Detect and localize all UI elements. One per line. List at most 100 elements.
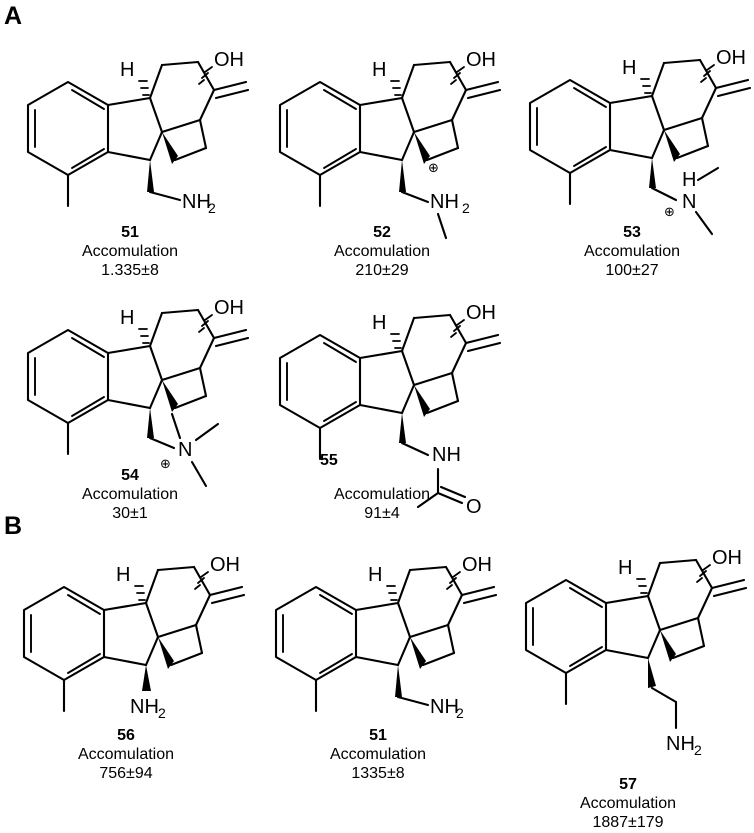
label-stereo-h: H: [372, 59, 386, 81]
label-positive-charge: ⊕: [160, 456, 171, 471]
hash-wedge-oh: [450, 66, 465, 85]
compound-card-51a: OH H NH 2 51 Accomulation 1.335±8: [10, 40, 250, 281]
label-hydroxyl: OH: [716, 47, 746, 69]
compound-card-54: OH H N ⊕ 54 Accomulation 30±1: [10, 288, 250, 524]
structure-diagram-51b: OH H NH 2: [258, 545, 498, 721]
label-positive-charge: ⊕: [428, 160, 439, 175]
label-amine-subscript: 2: [694, 742, 702, 758]
hash-wedge-oh: [700, 64, 715, 83]
accumulation-value: 91±4: [364, 504, 400, 522]
compound-number: 51: [121, 224, 139, 241]
structure-diagram-55: OH H NH O: [262, 293, 502, 518]
compound-card-56: OH H NH 2 56 Accomulation 756±94: [6, 545, 246, 784]
structure-diagram-54: OH H N ⊕: [10, 288, 250, 488]
label-hydroxyl: OH: [462, 554, 492, 576]
label-amine-subscript: 2: [158, 705, 166, 721]
accumulation-value: 1.335±8: [101, 261, 159, 279]
label-amine-subscript: 2: [462, 200, 470, 216]
caption-51a: 51 Accomulation 1.335±8: [10, 224, 250, 281]
accumulation-value: 1335±8: [351, 764, 405, 782]
accumulation-label: Accomulation: [329, 745, 427, 763]
accumulation-value: 210±29: [355, 261, 409, 279]
compound-number: 54: [121, 467, 139, 484]
label-hydroxyl: OH: [466, 49, 496, 71]
compound-number: 51: [369, 727, 387, 744]
structure-diagram-52: OH H ⊕ NH 2: [262, 40, 502, 240]
panel-letter-b: B: [4, 512, 23, 540]
hash-wedge-h: [390, 80, 402, 96]
compound-number: 53: [623, 224, 641, 241]
label-stereo-h: H: [368, 564, 382, 586]
label-hydroxyl: OH: [214, 297, 244, 319]
label-positive-charge: ⊕: [664, 204, 675, 219]
hash-wedge-oh: [696, 564, 711, 583]
caption-51b: 51 Accomulation 1335±8: [258, 727, 498, 784]
label-stereo-h: H: [120, 307, 134, 329]
compound-number: 56: [117, 727, 135, 744]
hash-wedge-oh: [198, 66, 213, 85]
compound-card-55: OH H NH O Accomulation 91±4: [262, 293, 502, 524]
label-stereo-h: H: [116, 564, 130, 586]
hash-wedge-oh: [450, 319, 465, 338]
hash-wedge-h: [390, 333, 402, 349]
hash-wedge-oh: [198, 314, 213, 333]
caption-53: 53 Accomulation 100±27: [512, 224, 752, 281]
label-carbonyl-o: O: [466, 496, 482, 518]
hash-wedge-oh: [194, 571, 209, 590]
accumulation-label: Accomulation: [333, 486, 431, 503]
label-hydroxyl: OH: [214, 49, 244, 71]
hash-wedge-h: [636, 578, 648, 594]
label-stereo-h: H: [618, 557, 632, 579]
accumulation-label: Accomulation: [81, 242, 179, 260]
structure-diagram-56: OH H NH 2: [6, 545, 246, 721]
accumulation-label: Accomulation: [77, 745, 175, 763]
caption-57: 57 Accomulation 1887±179: [508, 776, 748, 833]
label-amine-h: H: [682, 169, 696, 191]
compound-card-51b: OH H NH 2 51 Accomulation 1335±8: [258, 545, 498, 784]
compound-number: 57: [619, 776, 637, 793]
compound-card-53: OH H H N ⊕ 53 Accomulation 100±27: [512, 38, 752, 281]
hash-wedge-h: [640, 78, 652, 94]
hash-wedge-h: [138, 328, 150, 344]
hash-wedge-h: [386, 585, 398, 601]
label-amine: NH: [182, 191, 211, 213]
compound-number-55: 55: [320, 452, 338, 469]
accumulation-value: 1887±179: [592, 813, 664, 831]
compound-number: 52: [373, 224, 391, 241]
label-hydroxyl: OH: [466, 302, 496, 324]
accumulation-value: 100±27: [605, 261, 659, 279]
accumulation-label: Accomulation: [583, 242, 681, 260]
hash-wedge-h: [138, 80, 150, 96]
caption-52: 52 Accomulation 210±29: [262, 224, 502, 281]
panel-letter-a: A: [4, 2, 23, 30]
label-amide-nh: NH: [432, 444, 461, 466]
label-stereo-h: H: [622, 57, 636, 79]
accumulation-value: 30±1: [112, 504, 148, 522]
caption-54: 54 Accomulation 30±1: [10, 467, 250, 524]
label-amine: NH: [430, 696, 459, 718]
label-hydroxyl: OH: [712, 547, 742, 569]
label-amine: NH: [666, 733, 695, 755]
structure-diagram-57: OH H NH 2: [508, 538, 748, 758]
hash-wedge-oh: [446, 571, 461, 590]
structure-diagram-53: OH H H N ⊕: [512, 38, 752, 236]
accumulation-label: Accomulation: [81, 485, 179, 503]
label-amine: NH: [430, 191, 459, 213]
caption-55: Accomulation 91±4: [262, 486, 502, 524]
label-hydroxyl: OH: [210, 554, 240, 576]
label-amine-subscript: 2: [456, 705, 464, 721]
accumulation-value: 756±94: [99, 764, 153, 782]
compound-card-52: OH H ⊕ NH 2 52 Accomulation 210±29: [262, 40, 502, 281]
accumulation-label: Accomulation: [333, 242, 431, 260]
accumulation-label: Accomulation: [579, 794, 677, 812]
label-amine: N: [682, 191, 696, 213]
label-quaternary-n: N: [178, 439, 192, 461]
hash-wedge-h: [134, 585, 146, 601]
label-amine: NH: [130, 696, 159, 718]
structure-diagram-51a: OH H NH 2: [10, 40, 250, 216]
label-stereo-h: H: [372, 312, 386, 334]
compound-card-57: OH H NH 2 57 Accomulation 1887±179: [508, 538, 748, 833]
label-stereo-h: H: [120, 59, 134, 81]
caption-56: 56 Accomulation 756±94: [6, 727, 246, 784]
label-amine-subscript: 2: [208, 200, 216, 216]
